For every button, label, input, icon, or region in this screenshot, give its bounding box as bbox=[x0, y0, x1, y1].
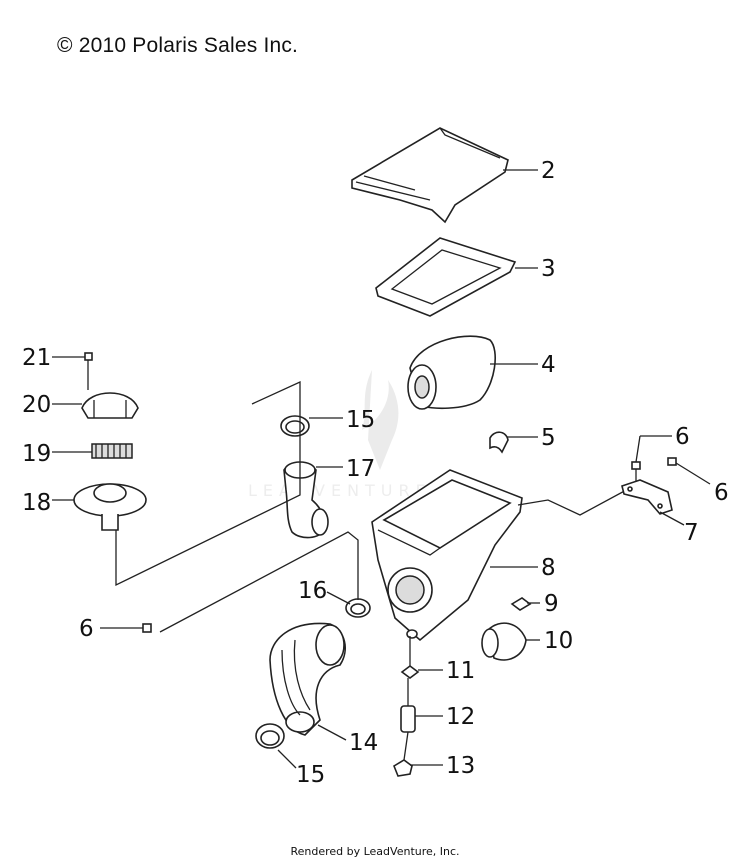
assembly-line-bracket bbox=[517, 487, 631, 516]
callout-14[interactable]: 14 bbox=[349, 730, 378, 756]
assembly-line-housing bbox=[159, 531, 359, 633]
part-16-clamp[interactable] bbox=[345, 598, 371, 618]
footer-credit: Rendered by LeadVenture, Inc. bbox=[290, 845, 460, 858]
callout-8[interactable]: 8 bbox=[541, 555, 556, 581]
part-4-pre-filter[interactable] bbox=[407, 335, 496, 410]
callout-17[interactable]: 17 bbox=[346, 456, 375, 482]
part-3-filter-element[interactable] bbox=[375, 237, 517, 317]
callout-13[interactable]: 13 bbox=[446, 753, 475, 779]
callout-20[interactable]: 20 bbox=[22, 392, 51, 418]
callout-5[interactable]: 5 bbox=[541, 425, 556, 451]
copyright-notice: © 2010 Polaris Sales Inc. bbox=[57, 34, 299, 57]
callout-3[interactable]: 3 bbox=[541, 256, 556, 282]
part-6-screw-left[interactable] bbox=[142, 623, 152, 633]
callout-10[interactable]: 10 bbox=[544, 628, 573, 654]
callout-6-right-bottom[interactable]: 6 bbox=[714, 480, 729, 506]
part-8-airbox-housing[interactable] bbox=[371, 469, 523, 642]
callout-6-right-top[interactable]: 6 bbox=[675, 424, 690, 450]
part-15-clamp-upper[interactable] bbox=[280, 415, 310, 437]
part-2-airbox-cover[interactable] bbox=[351, 127, 509, 224]
part-10-ring[interactable] bbox=[481, 622, 527, 661]
callout-4[interactable]: 4 bbox=[541, 352, 556, 378]
callout-19[interactable]: 19 bbox=[22, 441, 51, 467]
part-14-outlet-duct[interactable] bbox=[269, 622, 346, 736]
part-13-drain-plug[interactable] bbox=[393, 759, 413, 777]
part-21-screw[interactable] bbox=[84, 352, 93, 390]
part-6-screw-right-bottom[interactable] bbox=[667, 457, 677, 466]
callout-7[interactable]: 7 bbox=[684, 520, 699, 546]
watermark-logo: LEADVENTURE bbox=[248, 370, 432, 500]
callout-6-left[interactable]: 6 bbox=[79, 616, 94, 642]
callout-15-lower[interactable]: 15 bbox=[296, 762, 325, 788]
part-11-nut[interactable] bbox=[400, 665, 420, 679]
callout-15-upper[interactable]: 15 bbox=[346, 407, 375, 433]
callout-9[interactable]: 9 bbox=[544, 591, 559, 617]
callout-11[interactable]: 11 bbox=[446, 658, 475, 684]
part-18-snorkel-base[interactable] bbox=[73, 483, 147, 531]
assembly-line-snorkel bbox=[115, 380, 301, 587]
part-19-screen[interactable] bbox=[91, 443, 133, 459]
part-5-clip[interactable] bbox=[489, 431, 509, 454]
callout-21[interactable]: 21 bbox=[22, 345, 51, 371]
part-20-cap[interactable] bbox=[81, 392, 139, 419]
part-12-sleeve[interactable] bbox=[400, 705, 416, 733]
watermark-text: LEADVENTURE bbox=[248, 481, 432, 500]
callout-16[interactable]: 16 bbox=[298, 578, 327, 604]
part-7-bracket[interactable] bbox=[621, 479, 673, 515]
callout-2[interactable]: 2 bbox=[541, 158, 556, 184]
part-9-pad[interactable] bbox=[510, 597, 532, 611]
callout-18[interactable]: 18 bbox=[22, 490, 51, 516]
part-15-clamp-lower[interactable] bbox=[255, 723, 285, 749]
callout-12[interactable]: 12 bbox=[446, 704, 475, 730]
